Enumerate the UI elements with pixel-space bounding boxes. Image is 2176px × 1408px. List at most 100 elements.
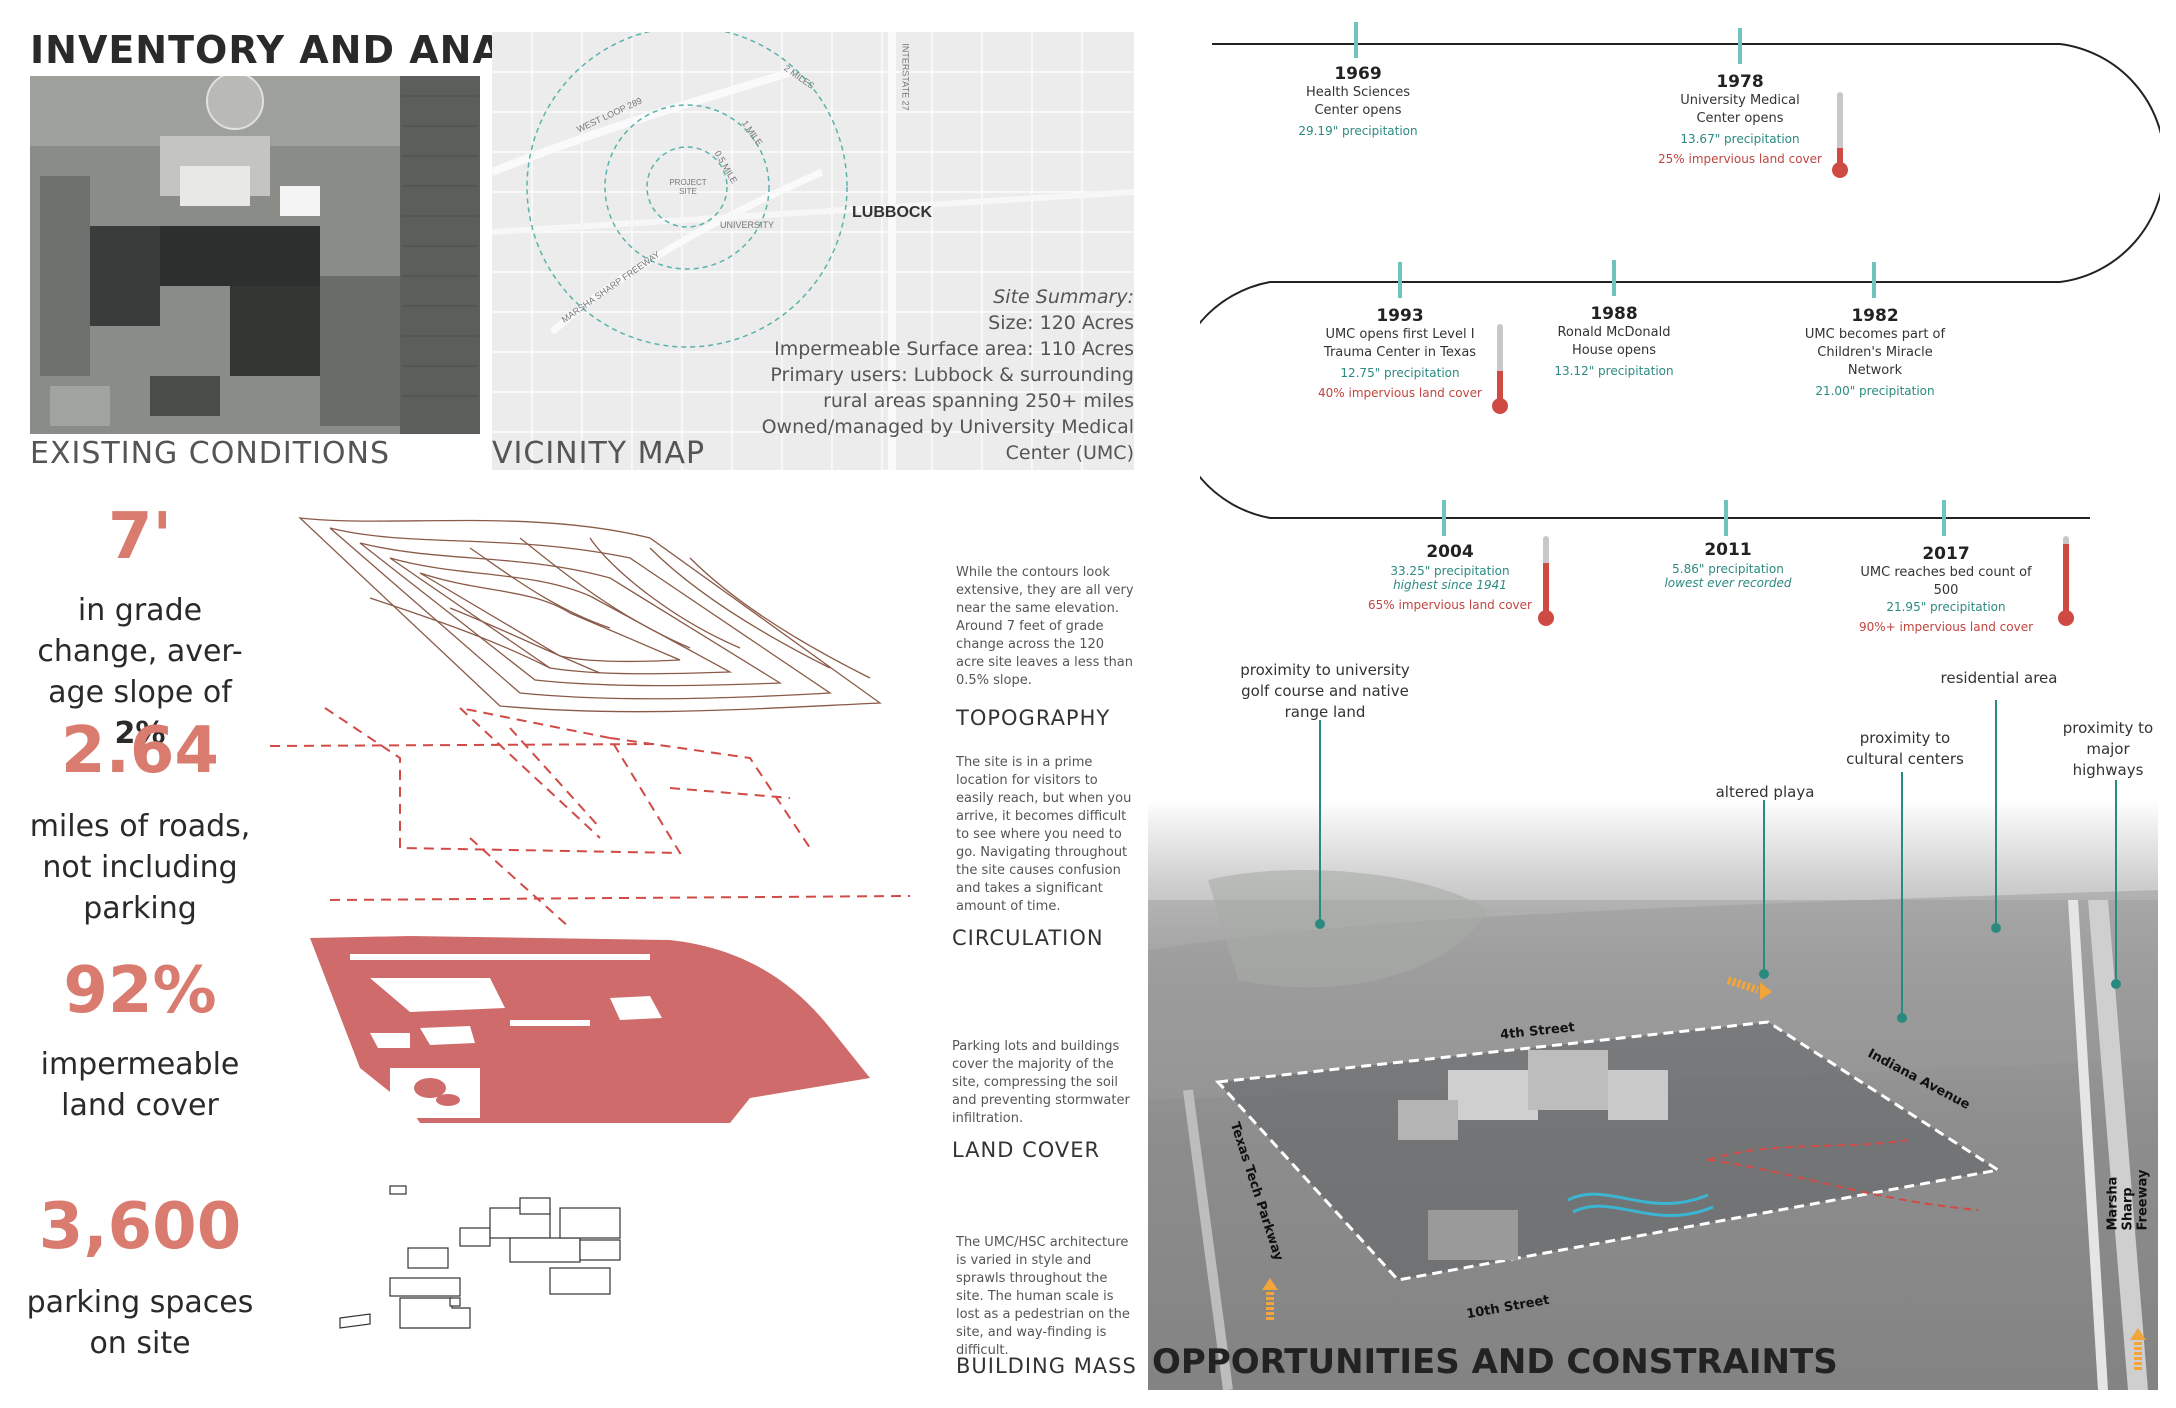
annotation-cultural-centers: proximity to cultural centers (1846, 729, 1964, 768)
timeline-event-2011: 2011 5.86" precipitation lowest ever rec… (1650, 540, 1806, 590)
site-summary-line: Primary users: Lubbock & surrounding (770, 364, 1134, 386)
event-year: 1969 (1334, 64, 1382, 84)
thermometer-bulb (1538, 610, 1554, 626)
event-year: 1988 (1590, 304, 1638, 324)
timeline-event-2004: 2004 33.25" precipitation highest since … (1350, 542, 1550, 612)
opportunities-aerial-photo (1148, 800, 2158, 1390)
annotation-altered-playa: altered playa (1715, 783, 1815, 801)
event-precipitation: 13.67" precipitation (1680, 132, 1800, 146)
thermometer-bulb (2058, 610, 2074, 626)
event-precipitation: 5.86" precipitation (1672, 562, 1784, 576)
stat-line: land cover (61, 1088, 219, 1123)
site-summary-line: Center (UMC) (1005, 442, 1134, 464)
event-desc: Health Sciences (1306, 85, 1410, 100)
site-summary-heading: Site Summary: (993, 286, 1134, 308)
thermometer-fill (1543, 563, 1549, 614)
annotation-major-highways: proximity to major highways (2062, 719, 2154, 779)
stat-line: age slope of 2% (20, 672, 260, 754)
thermometer-bulb (1832, 162, 1848, 178)
stat-line: miles of roads, (29, 809, 251, 844)
site-summary-line: rural areas spanning 250+ miles (823, 390, 1134, 412)
land-cover-label: LAND COVER (952, 1138, 1101, 1162)
stat-line: parking (83, 891, 197, 926)
timeline-tick-1988 (1612, 260, 1616, 296)
thermometer-1978 (1830, 92, 1850, 178)
timeline-event-1993: 1993 UMC opens first Level I Trauma Cent… (1300, 306, 1500, 400)
event-desc: Children's Miracle Network (1817, 345, 1933, 378)
timeline-event-1988: 1988 Ronald McDonald House opens 13.12" … (1544, 304, 1684, 378)
event-desc: UMC reaches bed count of 500 (1860, 565, 2032, 598)
annotation-leader-lines (1315, 700, 2121, 1023)
opportunities-title: OPPORTUNITIES AND CONSTRAINTS (1152, 1342, 1838, 1382)
thermometer-tube (1837, 92, 1843, 166)
stat-line: impermeable (40, 1047, 240, 1082)
timeline-event-1982: 1982 UMC becomes part of Children's Mira… (1790, 306, 1960, 398)
event-precipitation: 33.25" precipitation (1390, 564, 1510, 578)
city-label-lubbock: LUBBOCK (852, 204, 932, 221)
aerial-photo-illustration (30, 76, 480, 434)
event-desc: Center opens (1314, 103, 1402, 118)
site-summary-line: Size: 120 Acres (988, 312, 1134, 334)
timeline-event-2017: 2017 UMC reaches bed count of 500 21.95"… (1846, 544, 2046, 634)
topography-contours (298, 517, 882, 713)
event-precipitation: 21.95" precipitation (1886, 600, 2006, 614)
stat-line: on site (89, 1326, 191, 1361)
stat-roads-value: 2.64 (61, 714, 219, 788)
timeline-tick-1993 (1398, 262, 1402, 298)
street-label-marsha-sharp-freeway: Marsha Sharp Freeway (2105, 1169, 2151, 1231)
event-impervious: 65% impervious land cover (1368, 598, 1532, 612)
thermometer-2017 (2056, 536, 2076, 626)
event-precipitation: 29.19" precipitation (1298, 124, 1418, 138)
timeline-track (1200, 43, 2160, 519)
event-desc: House opens (1571, 343, 1657, 358)
timeline-tick-2004 (1442, 500, 1446, 536)
timeline-tick-1978 (1738, 28, 1742, 64)
event-year: 1978 (1716, 72, 1764, 92)
event-desc: University Medical (1680, 93, 1800, 108)
building-mass-outlines (339, 1185, 621, 1329)
circulation-description: The site is in a prime location for visi… (956, 755, 1132, 914)
timeline-event-1978: 1978 University Medical Center opens 13.… (1640, 72, 1840, 166)
circulation-routes (270, 707, 911, 929)
timeline-tick-2011 (1724, 500, 1728, 536)
site-summary-line: Impermeable Surface area: 110 Acres (774, 338, 1134, 360)
vicinity-map-streets (492, 32, 1134, 470)
thermometer-1993 (1490, 324, 1510, 414)
event-desc: UMC becomes part of (1804, 327, 1946, 342)
stat-parking-text: parking spaces on site (20, 1282, 260, 1364)
site-summary: Site Summary: Size: 120 Acres Impermeabl… (734, 284, 1134, 466)
event-desc: Trauma Center in Texas (1323, 345, 1477, 360)
circulation-label: CIRCULATION (952, 926, 1104, 950)
road-label-interstate-27: INTERSTATE 27 (900, 43, 911, 111)
opportunities-photo-illustration (1148, 870, 2158, 1390)
event-year: 2004 (1426, 542, 1474, 562)
event-precipitation: 12.75" precipitation (1340, 366, 1460, 380)
timeline-tick-2017 (1942, 500, 1946, 536)
thermometer-fill (2063, 543, 2069, 614)
thermometer-fill (1837, 147, 1843, 166)
event-note: lowest ever recorded (1664, 576, 1792, 590)
land-cover-shape (310, 936, 870, 1123)
vicinity-map: PROJECT SITE 2 MILES 1 MILE 0.5 MILE WES… (492, 32, 1134, 470)
thermometer-2004 (1536, 536, 1556, 626)
timeline-event-1969: 1969 Health Sciences Center opens 29.19"… (1276, 64, 1440, 138)
event-impervious: 25% impervious land cover (1658, 152, 1822, 166)
stat-line: not including (42, 850, 238, 885)
event-impervious: 90%+ impervious land cover (1858, 620, 2034, 634)
event-note: highest since 1941 (1393, 578, 1507, 592)
event-year: 1993 (1376, 306, 1424, 326)
road-label-university: UNIVERSITY (720, 220, 775, 230)
stat-impermeable-value: 92% (63, 954, 217, 1028)
event-year: 2011 (1704, 540, 1752, 560)
thermometer-fill (1497, 370, 1503, 402)
stat-grade-change-text: in grade change, aver- age slope of 2% (20, 590, 260, 754)
event-precipitation: 21.00" precipitation (1815, 384, 1935, 398)
thermometer-tube (1497, 324, 1503, 402)
land-cover-description: Parking lots and buildings cover the maj… (952, 1039, 1130, 1126)
timeline-tick-1982 (1872, 262, 1876, 298)
stat-prefix: age slope of (48, 675, 232, 710)
vicinity-map-caption: VICINITY MAP (492, 436, 706, 471)
stat-line: in grade (77, 593, 203, 628)
site-summary-line: Owned/managed by University Medical (761, 416, 1134, 438)
building-mass-description: The UMC/HSC architecture is varied in st… (956, 1235, 1130, 1358)
